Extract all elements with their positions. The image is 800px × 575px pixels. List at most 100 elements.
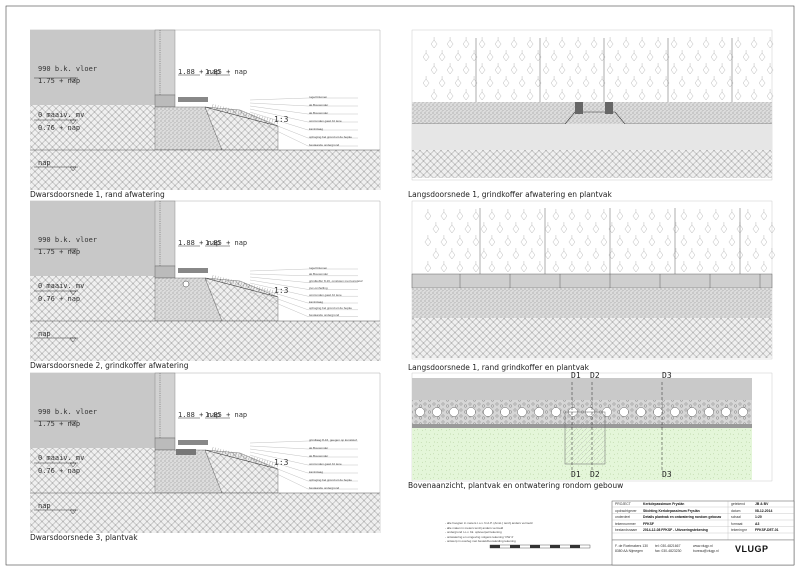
plant-symbol xyxy=(632,235,640,247)
grass-stroke xyxy=(245,455,248,460)
plant-symbol xyxy=(510,63,518,75)
marker-d2-top: D2 xyxy=(590,371,600,380)
plant-symbol xyxy=(752,248,760,260)
plant-symbol xyxy=(440,209,448,221)
grass-stroke xyxy=(227,278,229,283)
plant-symbol xyxy=(486,76,494,88)
plant-symbol xyxy=(496,248,504,260)
plant-symbol xyxy=(488,209,496,221)
grass-stroke xyxy=(240,282,242,287)
grass-stroke xyxy=(214,104,216,109)
plant-symbol xyxy=(744,261,752,273)
nap-b-label: 1.85 + nap xyxy=(205,68,248,76)
plant-symbol xyxy=(656,248,664,260)
plant-symbol xyxy=(430,37,438,49)
plant-symbol xyxy=(632,261,640,273)
grass-stroke xyxy=(269,289,271,294)
drain-opening xyxy=(653,407,663,417)
grass-stroke xyxy=(230,451,232,456)
plant-symbol xyxy=(766,63,774,75)
detail-note: rugel bitumen xyxy=(309,94,328,99)
drain-opening xyxy=(738,407,748,417)
plant-symbol xyxy=(424,209,432,221)
legend-note: - alle hoogten in meters t.o.v. N.A.P. (… xyxy=(445,521,533,525)
plant-symbol xyxy=(728,235,736,247)
detail-note: ak.Bouwonder xyxy=(309,445,329,450)
grass-stroke xyxy=(243,282,245,287)
detail-note: ak.Bouwonder xyxy=(309,272,329,277)
plant-symbol xyxy=(662,76,670,88)
plant-symbol xyxy=(718,37,726,49)
note-leader xyxy=(249,102,309,107)
plant-symbol xyxy=(518,50,526,62)
plant-symbol xyxy=(526,37,534,49)
detail-note: bestaande ondergrond xyxy=(309,485,340,490)
grass-stroke xyxy=(230,108,232,113)
grass-stroke xyxy=(269,118,271,123)
grass-stroke xyxy=(258,458,261,463)
plant-symbol xyxy=(574,89,582,101)
titleblock-value: A3 xyxy=(755,521,760,526)
slope-line xyxy=(204,277,279,298)
building-facade xyxy=(412,378,752,400)
grass-stroke xyxy=(271,289,274,294)
plant-symbol xyxy=(472,209,480,221)
plant-symbol xyxy=(704,248,712,260)
plant-symbol xyxy=(760,261,768,273)
plant-symbol xyxy=(462,89,470,101)
edge-strip xyxy=(178,97,208,102)
plant-symbol xyxy=(638,89,646,101)
grass-stroke xyxy=(224,450,227,455)
plant-symbol xyxy=(726,76,734,88)
plant-symbol xyxy=(600,261,608,273)
marker-d3-top: D3 xyxy=(662,371,672,380)
plant-symbol xyxy=(662,50,670,62)
address-line: 8380 AA Nijmegen xyxy=(615,549,643,553)
plant-symbol xyxy=(670,89,678,101)
plant-symbol xyxy=(734,89,742,101)
drain-opening xyxy=(449,407,459,417)
plant-symbol xyxy=(550,76,558,88)
grass-stroke xyxy=(224,278,227,283)
plant-symbol xyxy=(766,37,774,49)
plant-symbol xyxy=(726,50,734,62)
plant-symbol xyxy=(758,50,766,62)
drain-opening xyxy=(466,407,476,417)
plant-symbol xyxy=(472,235,480,247)
legend-note: - ontwatering en omgeving volgens tekeni… xyxy=(445,534,514,539)
note-leader xyxy=(249,282,309,297)
plant-symbol xyxy=(590,89,598,101)
phone-line: tel: 030-4821667 xyxy=(655,544,681,548)
plant-symbol xyxy=(678,76,686,88)
address-line: F. de Roelmakers 130 xyxy=(615,544,648,548)
plant-symbol xyxy=(456,235,464,247)
plant-symbol xyxy=(630,76,638,88)
detail-note: pvc-omhelling xyxy=(309,285,328,290)
plant-symbol xyxy=(568,235,576,247)
plant-symbol xyxy=(430,63,438,75)
plant-symbol xyxy=(574,37,582,49)
plant-symbol xyxy=(512,248,520,260)
plant-symbol xyxy=(470,76,478,88)
grass-stroke xyxy=(248,456,250,461)
drain-opening xyxy=(432,407,442,417)
plant-symbol xyxy=(614,50,622,62)
level-marker xyxy=(69,248,77,254)
grass-stroke xyxy=(214,447,216,452)
existing-ground xyxy=(412,318,772,358)
titleblock-label: bestandsnaam xyxy=(615,528,638,533)
titleblock-value: Stichting Kerkdepassimum Fryslân xyxy=(643,508,700,513)
detail-note: ophoging bel grond uit de bepke xyxy=(309,477,352,482)
building-wall xyxy=(30,201,155,276)
detail-zone xyxy=(564,411,606,465)
marker-d1-top: D1 xyxy=(571,371,581,380)
plant-symbol xyxy=(566,50,574,62)
plant-symbol xyxy=(638,37,646,49)
topsoil-band xyxy=(412,102,772,124)
titleblock-label: tekeningnr xyxy=(731,528,747,533)
grass-stroke xyxy=(248,284,250,289)
plant-symbol xyxy=(768,248,776,260)
plant-symbol xyxy=(614,76,622,88)
grass-stroke xyxy=(274,290,276,295)
